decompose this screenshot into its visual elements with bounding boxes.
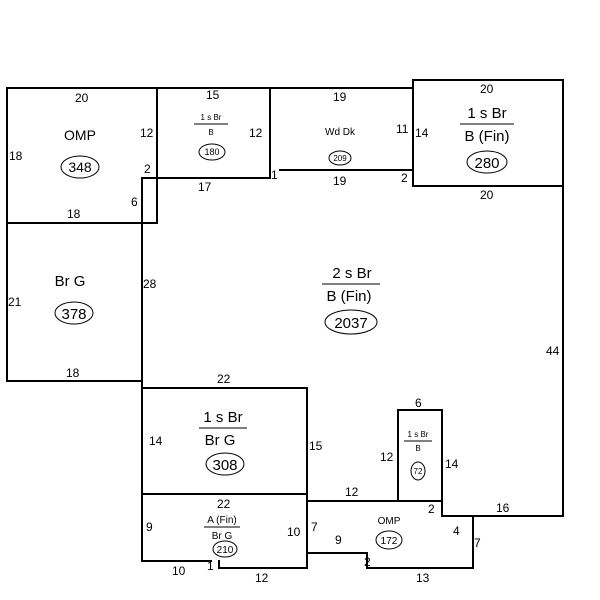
dim-mid-left: 14 (149, 434, 163, 448)
dim-main-right: 44 (546, 344, 560, 358)
dim-a-top: 22 (217, 497, 231, 511)
dim-omp-left: 18 (9, 149, 23, 163)
dim-fin-bottom: 20 (480, 188, 494, 202)
dim-omp2-inner: 9 (335, 533, 342, 547)
room-label-top: 1 s Br (467, 105, 506, 122)
b-small-walls (141, 87, 271, 179)
dim-omp-step: 2 (144, 162, 151, 176)
area-oval (375, 530, 403, 550)
area-oval (60, 155, 100, 179)
room-label-bottom: B (415, 444, 420, 453)
room-label-bottom: B (208, 128, 213, 137)
dim-wd-right: 11 (396, 122, 409, 136)
room-bay: 1 s Br B 72 (404, 430, 432, 481)
area-oval (324, 309, 378, 335)
room-area: 172 (381, 536, 398, 547)
main-walls (141, 177, 212, 562)
dim-b-bottom: 17 (198, 180, 212, 194)
room-br-g: Br G 378 (54, 273, 94, 325)
room-label-top: A (Fin) (207, 515, 236, 526)
dim-b-right: 12 (249, 126, 263, 140)
room-br-g-1s: 1 s Br Br G 308 (199, 409, 247, 476)
area-oval (410, 461, 426, 481)
dim-omp2-right-step: 4 (453, 524, 460, 538)
room-b-fin-1s: 1 s Br B (Fin) 280 (460, 105, 514, 174)
room-label-bottom: B (Fin) (465, 128, 510, 145)
room-area: 210 (217, 545, 234, 556)
room-label-bottom: Br G (205, 432, 236, 449)
dim-omp2-step: 2 (364, 555, 371, 569)
dim-omp-right: 12 (140, 126, 154, 140)
dim-a-bottom: 12 (255, 571, 269, 585)
dim-fin-left: 14 (415, 126, 429, 140)
area-oval (212, 540, 238, 558)
room-area: 180 (204, 147, 219, 157)
room-area: 308 (212, 457, 237, 474)
room-omp-nw: OMP 348 (60, 127, 100, 179)
dim-fin-top: 20 (480, 82, 494, 96)
area-oval (54, 301, 94, 325)
east-wall (306, 185, 564, 569)
mid-walls (141, 387, 308, 495)
dim-wd-step: 2 (401, 171, 408, 185)
dim-bottom-right: 16 (496, 501, 510, 515)
room-label-top: 1 s Br (408, 430, 429, 439)
dim-wd-top: 19 (333, 90, 347, 104)
dim-main-notch: 6 (131, 195, 138, 209)
a-fin-walls (141, 493, 308, 569)
dim-main-left: 28 (143, 277, 157, 291)
room-area: 378 (61, 306, 86, 323)
room-a-fin: A (Fin) Br G 210 (204, 515, 240, 558)
omp-s-walls (306, 409, 474, 517)
room-area: 209 (333, 154, 347, 163)
room-area: 280 (474, 155, 499, 172)
dim-b-top: 15 (206, 88, 220, 102)
area-oval (328, 150, 352, 166)
room-label: OMP (64, 127, 96, 143)
room-omp-s: OMP 172 (375, 516, 403, 550)
dim-bay-step: 2 (428, 502, 435, 516)
dim-b-step: 1 (271, 168, 278, 182)
room-area: 348 (68, 159, 92, 175)
room-label-bottom: B (Fin) (327, 288, 372, 305)
room-area: 72 (414, 467, 423, 476)
dim-brg-left: 21 (8, 295, 22, 309)
room-area: 2037 (334, 315, 367, 332)
room-label-top: 1 s Br (201, 113, 222, 122)
room-main: 2 s Br B (Fin) 2037 (322, 265, 380, 335)
dim-omp2-bottom: 13 (416, 571, 430, 585)
dim-omp-bottom: 18 (67, 207, 81, 221)
dim-mid-top: 22 (217, 372, 231, 386)
dim-omp-top: 20 (75, 91, 89, 105)
dim-omp2-right: 7 (474, 536, 481, 550)
dim-brg-bottom: 18 (66, 366, 80, 380)
room-label-top: 1 s Br (203, 409, 242, 426)
room-b-small: 1 s Br B 180 (194, 113, 228, 161)
dim-a-left: 9 (146, 520, 153, 534)
room-label: Br G (55, 273, 86, 290)
dim-mid-right: 15 (309, 439, 323, 453)
room-label-bottom: Br G (212, 531, 233, 542)
dim-bay-top: 6 (415, 396, 422, 410)
dim-a-step: 1 (207, 559, 214, 573)
dim-a-bottom-left: 10 (172, 564, 186, 578)
room-label: OMP (378, 516, 401, 527)
dim-wd-bottom: 19 (333, 174, 347, 188)
area-oval (198, 143, 226, 161)
dim-omp2-left: 7 (311, 520, 318, 534)
walls (6, 79, 564, 569)
dim-omp2-top: 12 (345, 485, 359, 499)
room-label-top: 2 s Br (332, 265, 371, 282)
room-wd-dk: Wd Dk 209 (325, 127, 356, 166)
area-oval (466, 150, 508, 174)
dim-a-right: 10 (287, 525, 301, 539)
dim-bay-right: 14 (445, 457, 459, 471)
area-oval (205, 452, 245, 476)
room-label: Wd Dk (325, 127, 356, 138)
dim-bay-left: 12 (380, 450, 394, 464)
dimension-labels: 20 18 12 18 2 15 12 17 1 19 19 11 2 20 1… (8, 82, 560, 585)
